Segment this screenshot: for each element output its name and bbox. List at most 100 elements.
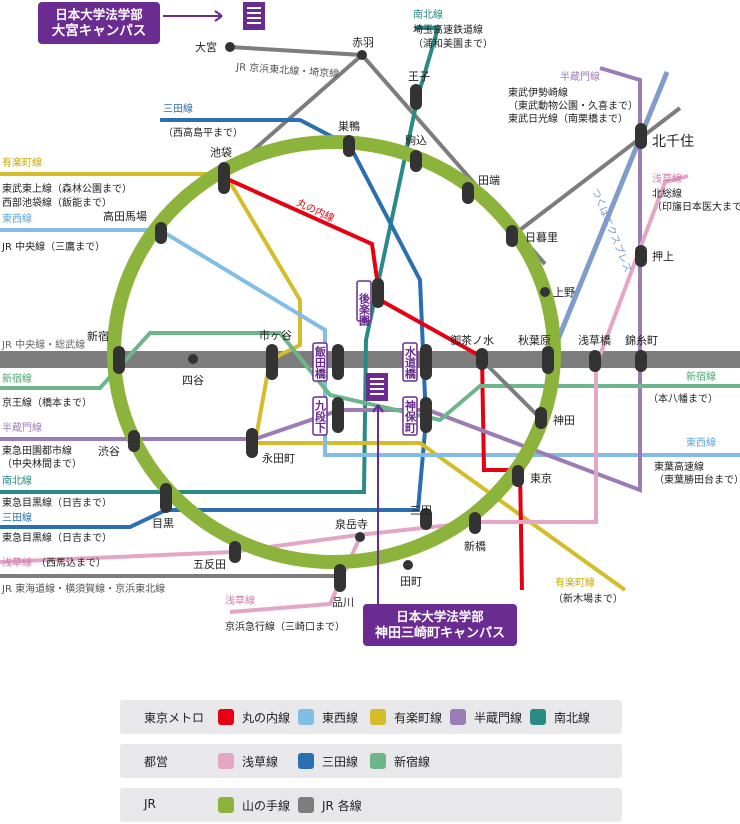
- label-toyo-rapid: 東葉高速線: [654, 460, 704, 473]
- station-label-jimbocho: 神保町: [404, 399, 418, 434]
- label-asakusa-left: 浅草線: [2, 556, 32, 569]
- legend-item-namboku: 南北線: [530, 708, 590, 726]
- station-label-kudanshita: 九段下: [314, 399, 328, 434]
- station-label-asakusabashi: 浅草橋: [578, 333, 611, 347]
- building-icon: [243, 2, 265, 30]
- station-label-ochanomizu: 御茶ノ水: [450, 333, 494, 347]
- station-label-oshiage: 押上: [652, 249, 674, 263]
- station-label-korakuen: 後楽園: [358, 292, 372, 327]
- station-label-kanda: 神田: [553, 413, 575, 427]
- label-denentoshi: 東急田園都市線: [2, 444, 72, 457]
- legend-item-asakusa: 浅草線: [218, 752, 278, 770]
- label-tobu-isesaki-sub: （東武動物公園・久喜まで）: [508, 99, 638, 112]
- station-label-takadanobaba: 高田馬場: [103, 209, 147, 223]
- legend-category-jr: JR: [144, 797, 156, 811]
- station-label-tokyo: 東京: [530, 471, 552, 485]
- station-label-nagatacho: 永田町: [262, 451, 295, 465]
- station-label-ueno: 上野: [553, 286, 575, 299]
- signal-marker: [334, 564, 346, 592]
- campus-kanda-line1: 日本大学法学部: [396, 609, 484, 624]
- signal-marker: [332, 344, 344, 380]
- label-nishimagome: （西馬込まで）: [36, 557, 106, 569]
- label-mita-left: 三田線: [2, 511, 32, 524]
- signal-marker: [420, 508, 432, 530]
- label-asakusa-bottom: 浅草線: [225, 594, 255, 607]
- yurakucho-line: [0, 172, 627, 592]
- legend-item-jr: JR 各線: [298, 796, 362, 814]
- station-marker: [225, 42, 235, 52]
- station-label-omiya: 大宮: [195, 40, 217, 54]
- label-hokuso-sub: （印旛日本医大まで）: [652, 200, 740, 213]
- campus-kanda-label: 日本大学法学部 神田三崎町キャンパス: [363, 604, 517, 646]
- station-label-shinagawa: 品川: [332, 596, 354, 609]
- station-marker: [357, 50, 367, 60]
- signal-marker: [420, 397, 432, 433]
- label-namboku-left: 南北線: [2, 474, 32, 487]
- signal-marker: [155, 222, 167, 244]
- signal-marker: [462, 182, 474, 204]
- jr-sobu-branch: [480, 358, 542, 420]
- label-keikyu: 京浜急行線（三崎口まで）: [225, 620, 345, 633]
- building-icon: [366, 373, 388, 401]
- label-tobu-isesaki: 東武伊勢崎線: [508, 86, 568, 99]
- station-label-ichigaya: 市ヶ谷: [259, 328, 292, 342]
- signal-marker: [476, 348, 488, 370]
- station-label-oji: 王子: [408, 70, 430, 83]
- station-label-tabata: 田端: [478, 174, 500, 187]
- station-marker: [403, 560, 413, 570]
- arrow-icon: [163, 10, 223, 22]
- campus-omiya-line1: 日本大学法学部: [55, 7, 143, 22]
- label-tozai-right: 東西線: [686, 436, 716, 449]
- label-saitama-rail: 埼玉高速鉄道線: [413, 23, 483, 36]
- label-yurakucho-left: 有楽町線: [2, 156, 42, 169]
- station-marker: [540, 287, 550, 297]
- signal-marker: [506, 225, 518, 247]
- station-label-yotsuya: 四谷: [182, 374, 204, 387]
- label-seibu-ikebukuro: 西部池袋線（飯能まで）: [2, 196, 112, 209]
- signal-marker: [410, 150, 422, 172]
- station-label-shimbashi: 新橋: [464, 539, 486, 553]
- label-shinjuku-right: 新宿線: [686, 370, 716, 383]
- signal-marker: [266, 344, 278, 380]
- label-tx: つくばエクスプレス: [589, 187, 634, 275]
- station-label-tamachi: 田町: [400, 575, 422, 588]
- legend-jr: JR 山の手線 JR 各線: [120, 788, 622, 822]
- label-namboku-top: 南北線: [413, 8, 443, 21]
- station-label-akabane: 赤羽: [352, 36, 374, 49]
- station-label-sugamo: 巣鴨: [338, 119, 360, 133]
- station-label-meguro: 目黒: [152, 517, 174, 530]
- signal-marker: [635, 350, 647, 372]
- legend-metro: 東京メトロ 丸の内線 東西線 有楽町線 半蔵門線 南北線: [120, 700, 622, 734]
- campus-omiya-label: 日本大学法学部 大宮キャンパス: [38, 2, 160, 44]
- label-denentoshi-sub: （中央林間まで）: [2, 457, 82, 470]
- station-label-sengakuji: 泉岳寺: [335, 517, 368, 531]
- label-toyo-rapid-sub: （東葉勝田台まで）: [654, 473, 740, 486]
- station-label-nippori: 日暮里: [525, 230, 558, 244]
- tozai-line: [0, 228, 740, 457]
- legend-item-mita: 三田線: [298, 752, 358, 770]
- signal-marker: [113, 346, 125, 374]
- arrow-icon: [372, 404, 384, 604]
- signal-marker: [535, 407, 547, 429]
- label-keio: 京王線（橋本まで）: [2, 396, 92, 409]
- label-saitama-rail-sub: （浦和美園まで）: [413, 37, 493, 50]
- label-tobu-nikko: 東武日光線（南栗橋まで）: [508, 112, 628, 125]
- label-yurakucho-right: 有楽町線: [555, 576, 595, 589]
- signal-marker: [218, 162, 230, 194]
- label-tobu-tojo: 東武東上線（森林公園まで）: [2, 182, 132, 195]
- signal-marker: [372, 278, 384, 308]
- signal-marker: [469, 512, 481, 534]
- legend-toei: 都営 浅草線 三田線 新宿線: [120, 744, 622, 778]
- legend-item-tozai: 東西線: [298, 708, 358, 726]
- label-meguro-line-2: 東急目黒線（日吉まで）: [2, 531, 112, 544]
- station-label-ikebukuro: 池袋: [210, 145, 232, 159]
- signal-marker: [635, 245, 647, 267]
- legend-category-toei: 都営: [144, 755, 169, 769]
- signal-marker: [542, 346, 554, 374]
- station-label-komagome: 駒込: [405, 134, 427, 147]
- label-hanzomon-top: 半蔵門線: [560, 70, 600, 83]
- signal-marker: [420, 344, 432, 380]
- station-marker: [188, 354, 198, 364]
- signal-marker: [589, 350, 601, 372]
